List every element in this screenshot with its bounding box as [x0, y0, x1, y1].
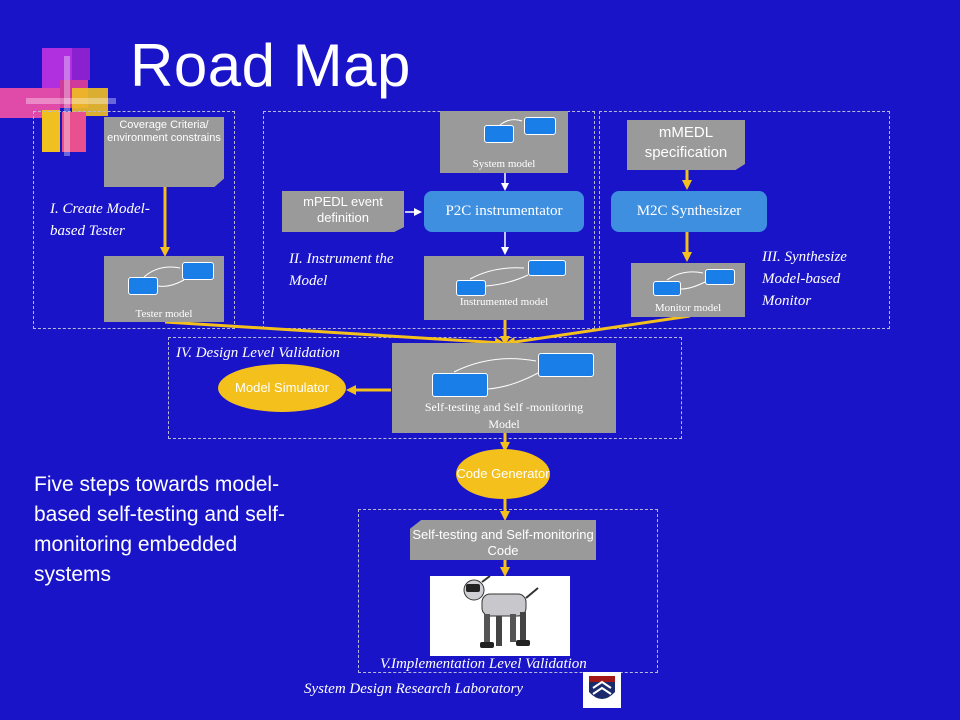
instrumented-model-box: Instrumented model: [424, 256, 584, 320]
m2c-synthesizer: M2C Synthesizer: [611, 191, 767, 232]
selftest-model-box: Self-testing and Self -monitoring Model: [392, 343, 616, 433]
summary-text: Five steps towards model-based self-test…: [34, 473, 285, 586]
instrumented-model-label: Instrumented model: [459, 296, 549, 308]
slide-title: Road Map: [130, 32, 411, 99]
selftest-code-note: Self-testing and Self-monitoring Code: [410, 520, 596, 560]
lab-logo: [583, 672, 621, 708]
step2-group: [263, 111, 595, 329]
tester-model-label: Tester model: [135, 308, 193, 320]
selftest-model-label: Self-testing and Self -monitoring Model: [424, 400, 584, 431]
step1-label: I. Create Model-based Tester: [50, 201, 150, 239]
system-model-label: System model: [472, 158, 536, 170]
mmedl-note: mMEDL specification: [627, 120, 745, 170]
system-model-box: System model: [440, 111, 568, 173]
step1-group: [33, 111, 235, 329]
tester-model-box: Tester model: [104, 256, 224, 322]
p2c-instrumentator: P2C instrumentator: [424, 191, 584, 232]
step5-group: [358, 509, 658, 673]
robot-image: [430, 576, 570, 656]
code-generator: Code Generator: [456, 449, 550, 499]
step3-label: III. Synthesize Model-based Monitor: [762, 249, 847, 309]
step4-label: IV. Design Level Validation: [176, 345, 340, 361]
monitor-model-label: Monitor model: [654, 302, 722, 314]
model-simulator: Model Simulator: [218, 364, 346, 412]
coverage-criteria-note: Coverage Criteria/ environment constrain…: [104, 117, 224, 187]
mpedl-note: mPEDL event definition: [282, 191, 404, 232]
step3-group: [599, 111, 890, 329]
monitor-model-box: Monitor model: [631, 263, 745, 317]
step5-label: V.Implementation Level Validation: [380, 656, 587, 672]
footer-text: System Design Research Laboratory: [304, 681, 523, 697]
step2-label: II. Instrument the Model: [289, 251, 394, 289]
